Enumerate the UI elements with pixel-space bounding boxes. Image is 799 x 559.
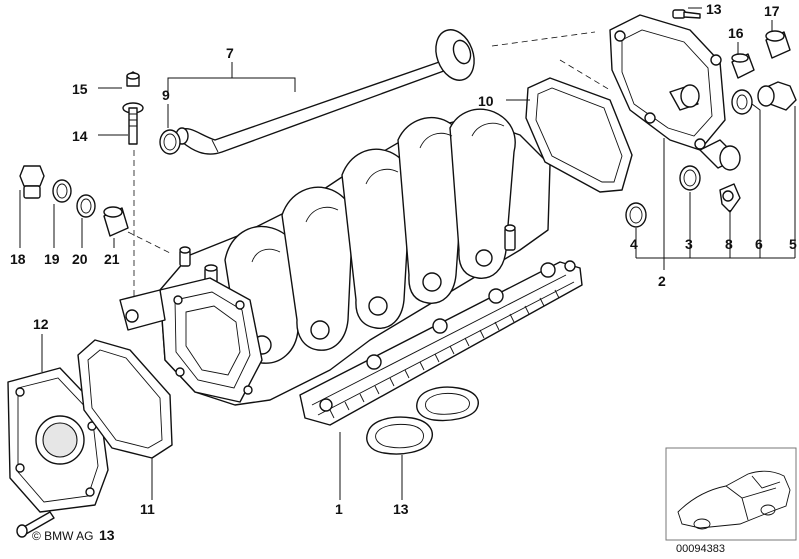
seal-6 [731, 89, 753, 115]
copyright-text: © BMW AG [32, 529, 94, 543]
seal-ring-20 [52, 179, 72, 203]
drawing-number: 00094383 [676, 543, 725, 555]
label-part-5: 5 [789, 236, 797, 252]
part-labels: 7 9 15 14 18 19 20 21 10 13 17 16 4 3 8 … [10, 1, 797, 543]
seal-ring-21 [76, 194, 96, 218]
label-part-16: 15 [72, 81, 88, 97]
label-part-21: 20 [72, 251, 88, 267]
label-part-3: 3 [685, 236, 693, 252]
label-part-11: 11 [140, 501, 155, 517]
runner-gaskets [366, 386, 479, 455]
label-part-13-top: 13 [706, 1, 722, 17]
label-part-17: 16 [728, 25, 744, 41]
label-part-18: 17 [764, 3, 780, 19]
label-part-12: 12 [33, 316, 49, 332]
label-part-10: 10 [478, 93, 494, 109]
label-part-1: 1 [335, 501, 343, 517]
connector-8 [719, 183, 741, 213]
elbow-fitting-5 [757, 81, 797, 111]
ring-3 [679, 165, 701, 191]
cover-assembly [609, 14, 741, 171]
leader-lines [19, 7, 796, 500]
label-part-20: 19 [44, 251, 60, 267]
sleeve-22 [103, 206, 129, 237]
bolt-bottom [16, 511, 55, 538]
label-part-14: 13 [393, 501, 409, 517]
label-part-2: 2 [658, 273, 666, 289]
screw-15-16 [122, 71, 144, 145]
label-part-9: 9 [162, 87, 170, 103]
ring-4 [625, 202, 647, 228]
intake-manifold [119, 108, 583, 426]
screw-13-top [672, 9, 701, 19]
label-part-19: 18 [10, 251, 26, 267]
throttle-gasket [77, 339, 173, 459]
cover-gasket [525, 77, 633, 193]
label-part-15: 14 [72, 128, 88, 144]
label-part-7: 7 [226, 45, 234, 61]
label-part-13-bottom: 13 [99, 527, 115, 543]
label-part-22: 21 [104, 251, 120, 267]
label-part-6: 6 [755, 236, 763, 252]
sleeve-17 [731, 53, 755, 79]
plug-19 [19, 165, 45, 199]
vehicle-thumbnail: 00094383 [665, 447, 797, 555]
cap-18 [765, 30, 791, 59]
label-part-8: 8 [725, 236, 733, 252]
label-part-4: 4 [630, 236, 638, 252]
seal-ring-9 [159, 129, 181, 155]
